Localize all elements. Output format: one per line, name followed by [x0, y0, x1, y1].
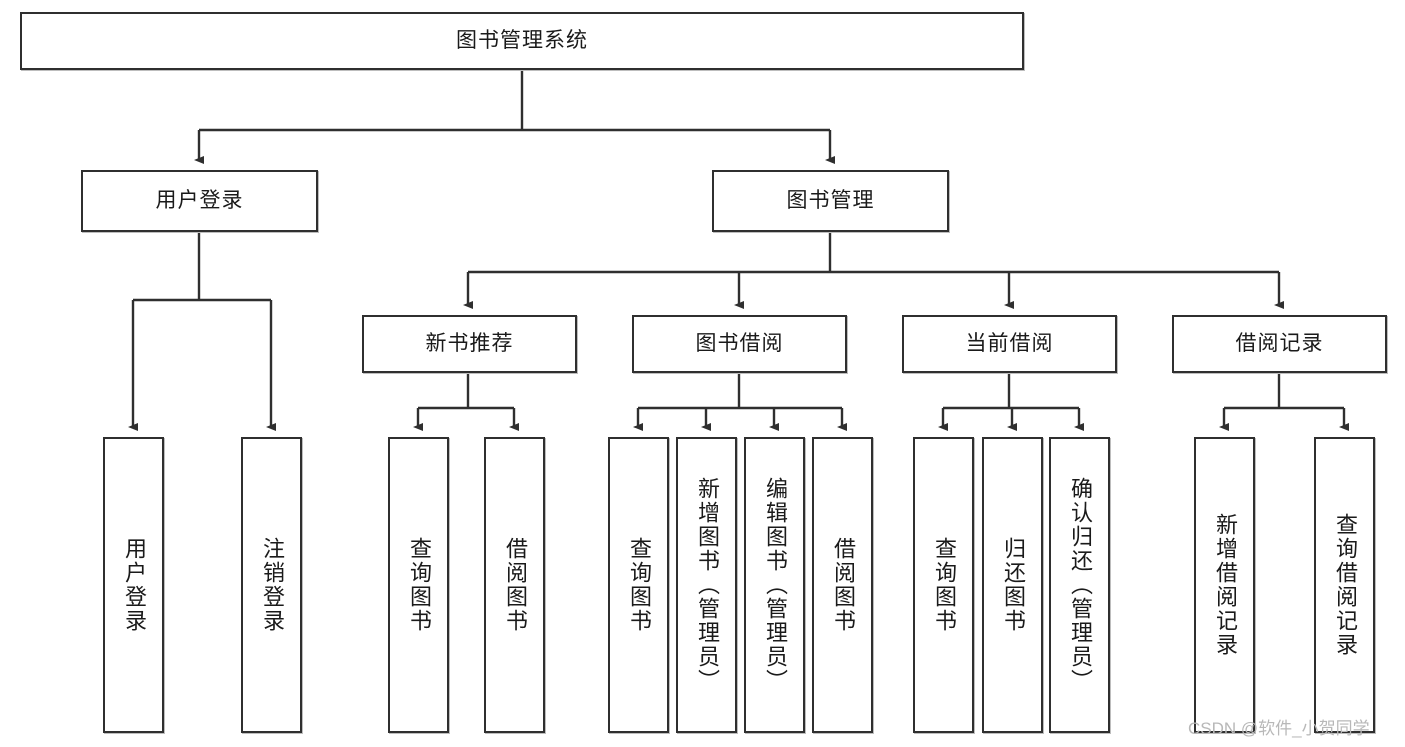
leaf-new-book-borrow[interactable]: 借阅图书 [484, 437, 545, 733]
leaf-book-borrow-edit[interactable]: 编辑图书（管理员） [744, 437, 805, 733]
node-label: 查询借阅记录 [1332, 513, 1358, 657]
node-label: 新增图书（管理员） [694, 477, 720, 693]
leaf-user-login-login[interactable]: 用户登录 [103, 437, 164, 733]
node-book-borrow[interactable]: 图书借阅 [632, 315, 847, 373]
leaf-book-borrow-borrow[interactable]: 借阅图书 [812, 437, 873, 733]
leaf-book-borrow-add[interactable]: 新增图书（管理员） [676, 437, 737, 733]
node-label: 用户登录 [121, 537, 147, 633]
leaf-current-borrow-return[interactable]: 归还图书 [982, 437, 1043, 733]
watermark: CSDN @软件_小贺同学 [1188, 719, 1370, 738]
node-label: 查询图书 [626, 537, 652, 633]
node-label: 查询图书 [406, 537, 432, 633]
leaf-borrow-record-query[interactable]: 查询借阅记录 [1314, 437, 1375, 733]
leaf-current-borrow-query[interactable]: 查询图书 [913, 437, 974, 733]
leaf-new-book-query[interactable]: 查询图书 [388, 437, 449, 733]
node-label: 图书管理 [786, 188, 875, 212]
node-label: 确认归还（管理员） [1067, 477, 1093, 693]
node-root-system[interactable]: 图书管理系统 [20, 12, 1024, 70]
node-label: 编辑图书（管理员） [762, 477, 788, 693]
node-user-login[interactable]: 用户登录 [81, 170, 318, 232]
node-new-book-recommend[interactable]: 新书推荐 [362, 315, 577, 373]
node-label: 图书管理系统 [456, 28, 588, 52]
node-label: 用户登录 [155, 188, 244, 212]
leaf-user-login-logout[interactable]: 注销登录 [241, 437, 302, 733]
node-label: 借阅图书 [830, 537, 856, 633]
leaf-borrow-record-add[interactable]: 新增借阅记录 [1194, 437, 1255, 733]
node-label: 归还图书 [1000, 537, 1026, 633]
node-label: 新书推荐 [425, 331, 514, 355]
node-label: 注销登录 [259, 537, 285, 633]
node-label: 图书借阅 [695, 331, 784, 355]
node-current-borrow[interactable]: 当前借阅 [902, 315, 1117, 373]
node-label: 新增借阅记录 [1212, 513, 1238, 657]
node-label: 借阅记录 [1235, 331, 1324, 355]
node-label: 查询图书 [931, 537, 957, 633]
node-book-management[interactable]: 图书管理 [712, 170, 949, 232]
leaf-current-borrow-confirm-return[interactable]: 确认归还（管理员） [1049, 437, 1110, 733]
node-label: 当前借阅 [965, 331, 1054, 355]
node-label: 借阅图书 [502, 537, 528, 633]
node-borrow-record[interactable]: 借阅记录 [1172, 315, 1387, 373]
leaf-book-borrow-query[interactable]: 查询图书 [608, 437, 669, 733]
